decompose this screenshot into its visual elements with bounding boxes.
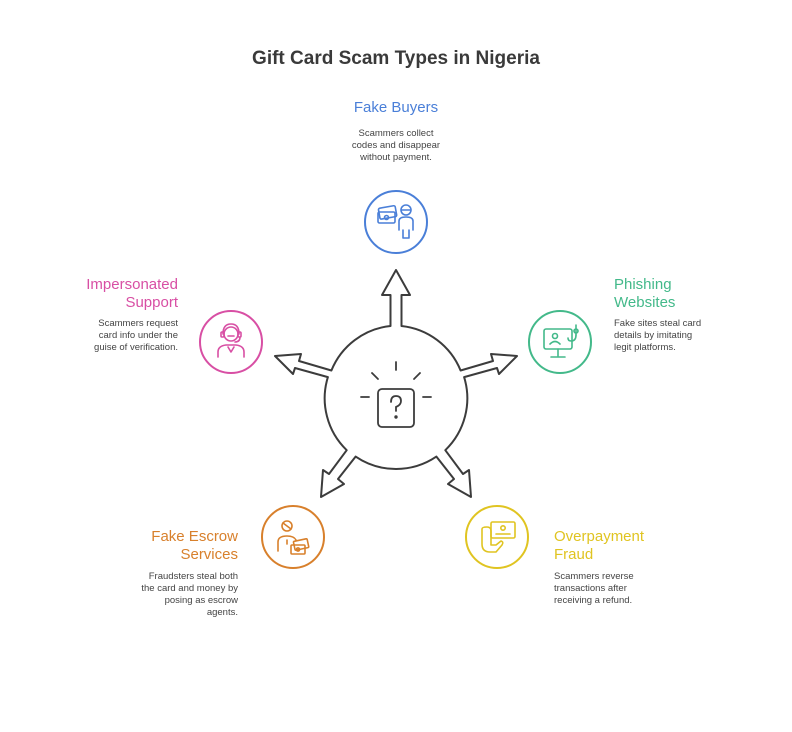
support-agent-headset-icon: [217, 323, 245, 358]
fake-buyers-description-line: without payment.: [360, 152, 432, 163]
impersonated-support-description-line: Scammers request: [98, 318, 178, 329]
fake-buyers-heading-line: Fake Buyers: [353, 99, 439, 116]
monitor-with-hook-icon: [543, 324, 579, 358]
fake-buyers-description: Scammers collect codes and disappear wit…: [316, 128, 476, 164]
fake-buyers-description-line: codes and disappear: [351, 140, 441, 151]
impersonated-support-description: Scammers request card info under the gui…: [18, 318, 178, 354]
fake-buyers-description-line: Scammers collect: [358, 128, 434, 139]
fake-escrow-services-heading-line: Services: [180, 546, 238, 563]
phishing-websites-heading: Phishing Websites: [614, 276, 754, 312]
fake-buyers-heading: Fake Buyers: [316, 99, 476, 117]
fake-buyers-circle: [364, 190, 428, 254]
phishing-websites-heading-line: Phishing: [614, 276, 672, 293]
phishing-websites-description-line: details by imitating: [614, 330, 693, 341]
impersonated-support-description-line: card info under the: [98, 330, 178, 341]
hand-holding-card-icon: [481, 521, 516, 553]
overpayment-fraud-circle: [465, 505, 529, 569]
impersonated-support-heading-line: Impersonated: [86, 276, 178, 293]
overpayment-fraud-description-line: Scammers reverse: [554, 571, 634, 582]
impersonated-support-heading-line: Support: [125, 294, 178, 311]
impersonated-support-description-line: guise of verification.: [94, 342, 178, 353]
phishing-websites-description: Fake sites steal card details by imitati…: [614, 318, 754, 354]
center-hub-with-arrows: [274, 269, 518, 498]
overpayment-fraud-description: Scammers reverse transactions after rece…: [554, 571, 714, 607]
impersonated-support-circle: [199, 310, 263, 374]
overpayment-fraud-description-line: receiving a refund.: [554, 595, 633, 606]
fake-escrow-services-description-line: Fraudsters steal both: [148, 571, 238, 582]
phishing-websites-description-line: legit platforms.: [614, 342, 676, 353]
overpayment-fraud-heading-line: Fraud: [554, 546, 594, 563]
overpayment-fraud-heading-line: Overpayment: [554, 528, 645, 545]
fake-escrow-services-description-line: the card and money by: [141, 583, 238, 594]
fake-escrow-services-description-line: posing as escrow: [164, 595, 238, 606]
impersonated-support-heading: Impersonated Support: [18, 276, 178, 312]
diagram-title: Gift Card Scam Types in Nigeria: [252, 48, 540, 69]
phishing-websites-circle: [528, 310, 592, 374]
overpayment-fraud-heading: Overpayment Fraud: [554, 528, 714, 564]
fake-escrow-services-description: Fraudsters steal both the card and money…: [78, 571, 238, 619]
phishing-websites-heading-line: Websites: [614, 294, 676, 311]
fake-escrow-services-description-line: agents.: [206, 607, 238, 618]
fake-escrow-services-heading: Fake Escrow Services: [78, 528, 238, 564]
fake-escrow-services-heading-line: Fake Escrow: [151, 528, 238, 545]
question-box-icon: [360, 361, 432, 428]
cards-and-person-icon: [377, 204, 414, 239]
phishing-websites-description-line: Fake sites steal card: [614, 318, 702, 329]
overpayment-fraud-description-line: transactions after: [554, 583, 627, 594]
person-with-cards-icon: [277, 520, 310, 555]
